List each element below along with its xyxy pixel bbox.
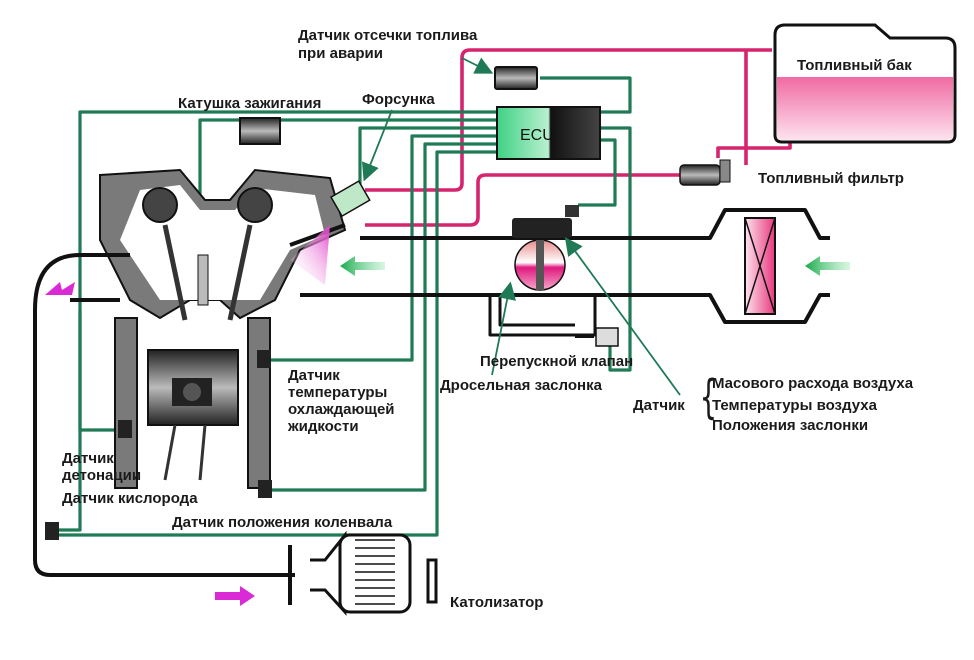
fuel-cutoff-label-1: Датчик отсечки топлива <box>298 27 478 44</box>
injector-label: Форсунка <box>362 91 435 108</box>
air-intake-arrow <box>340 256 850 276</box>
crankshaft-label: Датчик положения коленвала <box>172 514 393 531</box>
knock-label-2: детонации <box>62 467 141 484</box>
sensor-item-throttle-pos: Положения заслонки <box>712 417 868 434</box>
injector <box>290 180 371 285</box>
fuel-filter-label: Топливный фильтр <box>758 170 904 187</box>
engine-sensors <box>45 350 272 540</box>
sensor-group-label: Датчик <box>633 397 685 414</box>
fuel-tank-label: Топливный бак <box>797 57 912 74</box>
throttle-body <box>512 205 619 347</box>
throttle-label: Дросельная заслонка <box>440 377 603 394</box>
exhaust-pipe <box>33 253 295 577</box>
bypass-valve-label: Перепускной клапан <box>480 353 633 370</box>
fuel-tank <box>773 23 957 144</box>
crankshaft-sensor <box>258 480 272 498</box>
ecu-wiring <box>58 76 632 537</box>
air-filter <box>744 217 776 315</box>
coolant-label-3: охлаждающей <box>288 401 395 418</box>
fuel-filter <box>679 159 731 186</box>
intake-duct <box>300 208 830 337</box>
brace-icon: { <box>700 371 718 424</box>
oxygen-sensor <box>45 522 59 540</box>
ecu-block[interactable]: ECU <box>496 106 601 160</box>
coolant-temp-sensor <box>257 350 271 368</box>
ignition-coil <box>239 117 281 145</box>
sensor-item-maf: Масового расхода воздуха <box>712 375 914 392</box>
knock-sensor <box>118 420 132 438</box>
coolant-label-4: жидкости <box>287 418 359 435</box>
coolant-label-1: Датчик <box>288 367 340 384</box>
catalyst <box>288 530 438 616</box>
fuel-cutoff-label-2: при аварии <box>298 45 383 62</box>
ignition-coil-label: Катушка зажигания <box>178 95 321 112</box>
catalyst-label: Католизатор <box>450 594 543 611</box>
exhaust-arrow <box>45 282 255 606</box>
fuel-cutoff-sensor <box>494 66 538 90</box>
sensor-item-air-temp: Температуры воздуха <box>712 397 878 414</box>
ecu-label: ECU <box>520 127 554 144</box>
oxygen-label: Датчик кислорода <box>62 490 198 507</box>
knock-label-1: Датчик <box>62 450 114 467</box>
leader-lines <box>361 57 681 396</box>
engine <box>70 168 347 489</box>
coolant-label-2: температуры <box>288 384 387 401</box>
